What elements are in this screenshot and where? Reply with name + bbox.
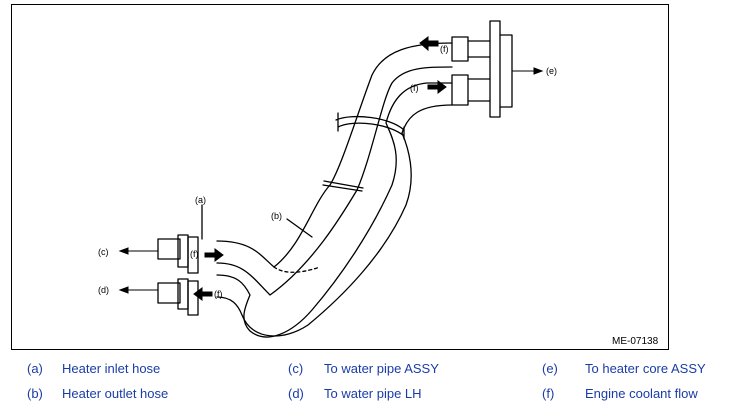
legend-label-c: To water pipe ASSY	[324, 361, 439, 376]
lower-pipe-fitting	[451, 74, 469, 106]
upper-pipe-fitting	[451, 36, 469, 62]
heater-inlet-hose-inner	[216, 66, 453, 296]
legend-label-d: To water pipe LH	[324, 386, 422, 401]
legend-key-e: (e)	[542, 361, 558, 376]
callout-a: (a)	[195, 195, 206, 205]
flow-arrow-right-lower	[427, 80, 447, 94]
callout-f-outlet: (f)	[214, 289, 223, 299]
legend-key-a: (a)	[27, 361, 43, 376]
callout-d: (d)	[98, 285, 109, 295]
callout-f-upper-right: (f)	[440, 44, 449, 54]
figure-id: ME-07138	[612, 336, 659, 347]
heater-outlet-hose-inner	[216, 104, 453, 337]
heater-core-flange	[489, 20, 501, 118]
legend-key-b: (b)	[27, 386, 43, 401]
hose-diagram: (a) (b) (c) (d) (e) (f) (f) (f) (f) ME-0…	[98, 20, 659, 347]
diagram-frame: (a) (b) (c) (d) (e) (f) (f) (f) (f) ME-0…	[11, 4, 669, 350]
outlet-fitting	[157, 282, 181, 304]
flow-arrow-left-lower	[193, 287, 213, 301]
inlet-fitting	[157, 238, 181, 260]
callout-f-inlet: (f)	[190, 249, 199, 259]
legend-label-f: Engine coolant flow	[585, 386, 698, 401]
callout-f-lower-right: (f)	[410, 83, 419, 93]
legend-label-a: Heater inlet hose	[62, 361, 161, 376]
callout-e: (e)	[546, 66, 557, 76]
legend-label-e: To heater core ASSY	[585, 361, 706, 376]
heater-outlet-hose	[216, 82, 453, 338]
legend-label-b: Heater outlet hose	[62, 386, 169, 401]
callout-b: (b)	[271, 211, 282, 221]
heater-inlet-hose	[216, 42, 453, 268]
legend: (a) Heater inlet hose (b) Heater outlet …	[0, 356, 736, 412]
flow-arrow-right-upper	[419, 36, 439, 52]
callout-c: (c)	[98, 247, 109, 257]
legend-key-c: (c)	[288, 361, 304, 376]
legend-key-f: (f)	[542, 386, 555, 401]
flow-arrow-left-upper	[204, 248, 224, 262]
legend-key-d: (d)	[288, 386, 304, 401]
